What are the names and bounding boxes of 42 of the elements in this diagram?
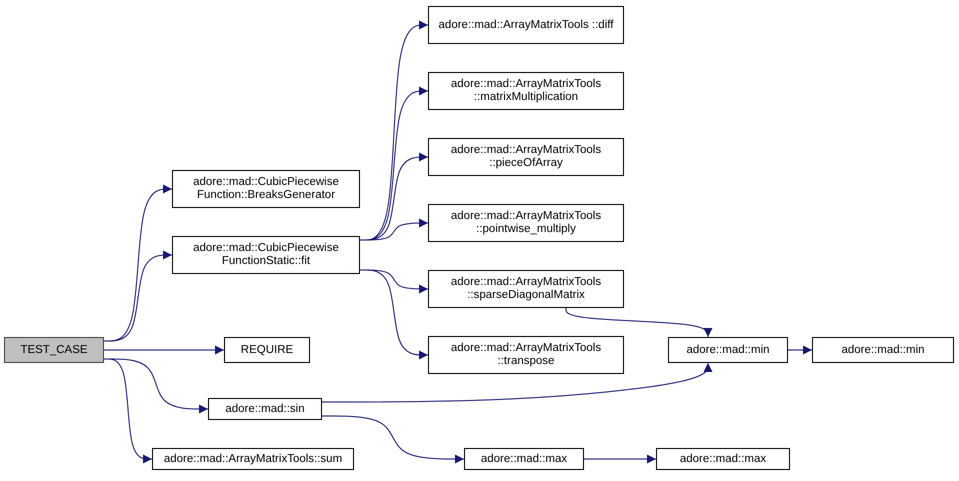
function-name: adore::mad::min	[685, 344, 771, 356]
function-name: adore::mad::ArrayMatrixTools ::diff	[438, 18, 614, 32]
function-box	[812, 337, 954, 363]
arrow	[788, 346, 812, 354]
function-box	[656, 448, 790, 470]
function-name: adore::mad::ArrayMatrixTools ::pointwise_multiply	[450, 210, 602, 236]
function-name: adore::mad::max	[678, 452, 768, 466]
arrow	[104, 250, 172, 342]
function-name: adore::mad::ArrayMatrixTools::sum	[162, 452, 344, 466]
function-box	[428, 138, 624, 176]
function-name: adore::mad::ArrayMatrixTools ::matrixMultiplication	[450, 78, 602, 104]
function-box	[208, 398, 322, 420]
function-box	[172, 170, 360, 208]
function-name: adore::mad::sin	[224, 402, 306, 416]
function-box	[4, 337, 104, 363]
function-box	[172, 236, 360, 274]
arrow	[322, 416, 464, 464]
function-box	[428, 270, 624, 308]
function-box	[668, 337, 788, 363]
function-name: adore::mad::min	[840, 344, 926, 356]
function-box	[428, 72, 624, 110]
function-name: adore::mad::max	[480, 452, 568, 466]
arrow	[360, 270, 428, 360]
function-box	[428, 6, 624, 44]
arrow	[322, 362, 712, 402]
function-name: adore::mad::ArrayMatrixTools ::sparseDiagonalMatrix	[450, 276, 602, 302]
arrow	[104, 358, 152, 464]
function-box	[152, 448, 354, 470]
function-name: adore::mad::CubicPiecewise FunctionStatic::fit	[192, 242, 340, 268]
function-name: adore::mad::ArrayMatrixTools ::pieceOfArray	[450, 144, 602, 170]
arrow	[360, 218, 428, 240]
function-box	[224, 337, 310, 363]
function-name: adore::mad::CubicPiecewise Function::BreaksGenerator	[192, 176, 340, 202]
function-box	[428, 204, 624, 242]
function-box	[464, 448, 584, 470]
arrow	[566, 308, 712, 338]
arrow	[104, 346, 224, 354]
function-name: adore::mad::ArrayMatrixTools ::transpose	[450, 342, 602, 368]
function-box	[428, 336, 624, 374]
function-name: REQUIRE	[240, 344, 294, 356]
function-name: TEST_CASE	[19, 344, 89, 356]
arrow	[584, 454, 656, 464]
